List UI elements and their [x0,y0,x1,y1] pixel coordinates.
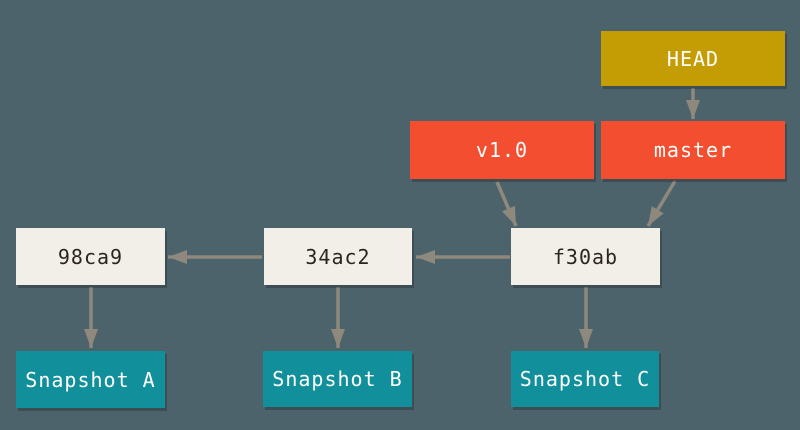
snapshot-a-box: Snapshot A [16,351,165,408]
head-pointer-label: HEAD [666,46,720,71]
tag-v1-label: v1.0 [475,138,529,162]
tag-v1-box: v1.0 [410,121,594,179]
arrow-tag-to-f30ab [495,181,518,227]
snapshot-label: Snapshot B [272,367,403,391]
commit-box-f30ab: f30ab [511,228,660,285]
commit-hash: 98ca9 [57,244,124,269]
snapshot-label: Snapshot A [25,367,156,392]
head-pointer-box: HEAD [601,31,785,86]
snapshot-c-box: Snapshot C [511,351,659,407]
snapshot-label: Snapshot C [519,367,651,391]
commit-hash: 34ac2 [305,244,371,269]
commit-hash: f30ab [552,244,619,269]
master-branch-box: master [601,121,785,179]
commit-box-98ca9: 98ca9 [16,228,165,285]
snapshot-b-box: Snapshot B [263,351,412,407]
commit-box-34ac2: 34ac2 [264,228,412,285]
arrow-master-to-f30ab [646,180,677,227]
master-branch-label: master [653,138,733,162]
